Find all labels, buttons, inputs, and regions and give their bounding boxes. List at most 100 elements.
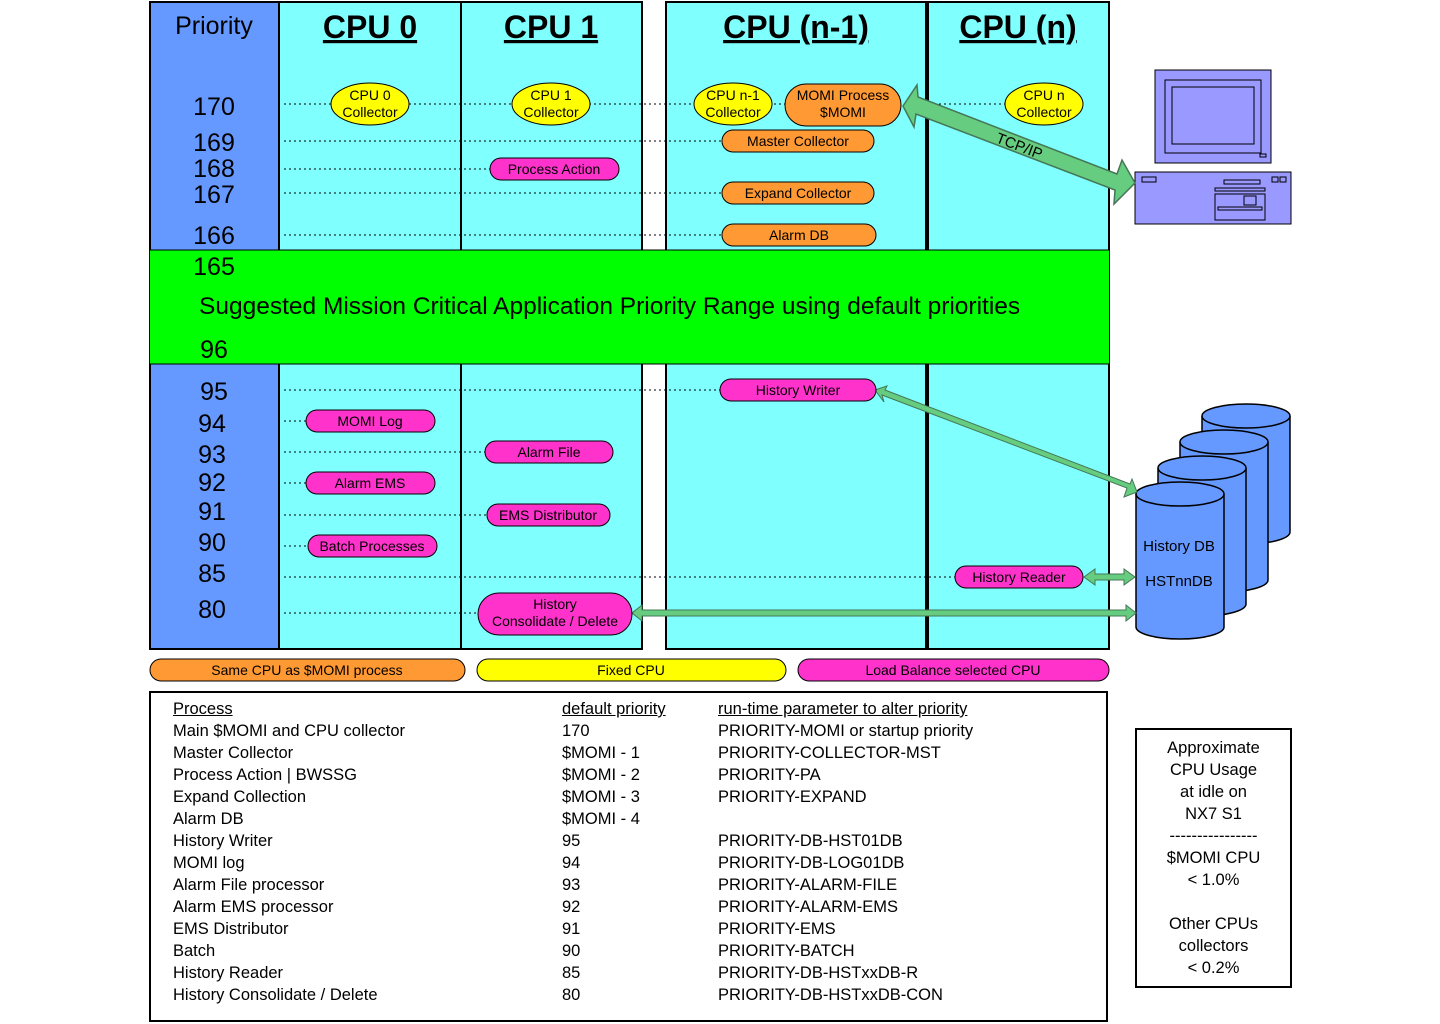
cell-process: History Consolidate / Delete <box>173 986 378 1004</box>
cell-default-priority: 92 <box>562 898 581 916</box>
priority-table: Process default priority run-time parame… <box>149 691 1108 1022</box>
svg-text:Collector: Collector <box>342 104 398 120</box>
database-icon <box>1135 403 1291 640</box>
ems-distributor: EMS Distributor <box>486 503 611 527</box>
cpun1-collector: CPU n-1 Collector <box>693 82 773 126</box>
svg-text:Fixed CPU: Fixed CPU <box>597 662 665 678</box>
svg-text:CPU 1: CPU 1 <box>530 87 571 103</box>
cell-runtime-parameter: PRIORITY-MOMI or startup priority <box>718 722 974 740</box>
priority-169: 169 <box>193 129 235 157</box>
history-writer: History Writer <box>719 378 877 402</box>
svg-text:MOMI Log: MOMI Log <box>337 413 402 429</box>
cell-runtime-parameter: PRIORITY-BATCH <box>718 942 855 960</box>
cell-process: MOMI log <box>173 854 245 872</box>
cell-runtime-parameter: PRIORITY-ALARM-EMS <box>718 898 899 916</box>
priority-166: 166 <box>193 222 235 250</box>
priority-numbers-top: 170 169 168 167 166 <box>193 93 235 250</box>
cell-default-priority: $MOMI - 4 <box>562 810 640 828</box>
cell-process: Expand Collection <box>173 788 306 806</box>
cell-default-priority: $MOMI - 1 <box>562 744 640 762</box>
cell-runtime-parameter: PRIORITY-DB-HSTxxDB-R <box>718 964 919 982</box>
usage-line: at idle on <box>1180 783 1247 801</box>
svg-text:Expand Collector: Expand Collector <box>745 185 852 201</box>
cell-process: Alarm DB <box>173 810 244 828</box>
svg-text:Batch Processes: Batch Processes <box>319 538 424 554</box>
svg-text:CPU n: CPU n <box>1023 87 1064 103</box>
cpu1-collector: CPU 1 Collector <box>511 82 591 126</box>
table-header: Process default priority run-time parame… <box>173 700 1093 722</box>
cell-runtime-parameter: PRIORITY-DB-HST01DB <box>718 832 903 850</box>
svg-text:History Reader: History Reader <box>972 569 1066 585</box>
table-row: Alarm EMS processor 92 PRIORITY-ALARM-EMS <box>173 898 1093 920</box>
table-row: Batch 90 PRIORITY-BATCH <box>173 942 1093 964</box>
priority-95: 95 <box>200 378 228 406</box>
svg-text:MOMI Process: MOMI Process <box>797 87 890 103</box>
cell-default-priority: 94 <box>562 854 581 872</box>
priority-90: 90 <box>198 529 226 557</box>
svg-text:Alarm EMS: Alarm EMS <box>335 475 406 491</box>
svg-text:Load Balance selected CPU: Load Balance selected CPU <box>865 662 1040 678</box>
history-consolidate: History Consolidate / Delete <box>477 592 633 636</box>
alarm-db: Alarm DB <box>721 223 877 247</box>
header-default-priority: default priority <box>562 700 666 718</box>
svg-text:History: History <box>533 596 577 612</box>
cell-default-priority: 170 <box>562 722 590 740</box>
cell-runtime-parameter: PRIORITY-COLLECTOR-MST <box>718 744 941 762</box>
svg-text:Collector: Collector <box>523 104 579 120</box>
svg-text:$MOMI: $MOMI <box>820 104 866 120</box>
priority-92: 92 <box>198 469 226 497</box>
cell-runtime-parameter: PRIORITY-DB-HSTxxDB-CON <box>718 986 943 1004</box>
priority-94: 94 <box>198 410 226 438</box>
svg-text:Master Collector: Master Collector <box>747 133 849 149</box>
priority-170: 170 <box>193 93 235 121</box>
cpu0-header: CPU 0 <box>323 9 417 45</box>
svg-text:Alarm File: Alarm File <box>517 444 580 460</box>
table-row: Alarm DB $MOMI - 4 <box>173 810 1093 832</box>
table-row: Main $MOMI and CPU collector 170 PRIORITY-… <box>173 722 1093 744</box>
cell-runtime-parameter: PRIORITY-EXPAND <box>718 788 867 806</box>
priority-96: 96 <box>200 336 228 364</box>
momi-log: MOMI Log <box>305 409 436 433</box>
priority-header: Priority <box>175 12 253 40</box>
priority-80: 80 <box>198 596 226 624</box>
header-process: Process <box>173 700 233 718</box>
computer-icon <box>1134 69 1292 225</box>
svg-text:CPU 0: CPU 0 <box>349 87 390 103</box>
cell-process: Main $MOMI and CPU collector <box>173 722 405 740</box>
svg-text:History Writer: History Writer <box>756 382 841 398</box>
history-consolidate-arrow-icon <box>631 603 1137 623</box>
usage-line: < 0.2% <box>1187 959 1240 977</box>
usage-line: CPU Usage <box>1169 761 1258 779</box>
legend-load-balance: Load Balance selected CPU <box>797 658 1110 682</box>
expand-collector: Expand Collector <box>721 181 875 205</box>
cell-runtime-parameter: PRIORITY-PA <box>718 766 821 784</box>
momi-process: MOMI Process $MOMI <box>784 83 902 127</box>
cell-default-priority: 95 <box>562 832 581 850</box>
svg-text:Same CPU as $MOMI process: Same CPU as $MOMI process <box>211 662 402 678</box>
usage-line: Other CPUs <box>1169 915 1258 933</box>
priority-93: 93 <box>198 441 226 469</box>
priority-85: 85 <box>198 560 226 588</box>
cell-process: Alarm EMS processor <box>173 898 334 916</box>
priority-165: 165 <box>193 253 235 281</box>
usage-line: Approximate <box>1167 739 1260 757</box>
cell-default-priority: $MOMI - 2 <box>562 766 640 784</box>
usage-line <box>1137 891 1290 913</box>
cell-default-priority: 85 <box>562 964 581 982</box>
cell-process: Batch <box>173 942 216 960</box>
usage-line: < 1.0% <box>1187 871 1240 889</box>
svg-text:EMS Distributor: EMS Distributor <box>499 507 597 523</box>
cell-process: Process Action | BWSSG <box>173 766 358 784</box>
cell-default-priority: 93 <box>562 876 581 894</box>
usage-line: NX7 S1 <box>1185 805 1242 823</box>
cpun-collector: CPU n Collector <box>1004 82 1084 126</box>
cell-default-priority: 90 <box>562 942 581 960</box>
usage-line: ---------------- <box>1169 827 1258 845</box>
database-label-2: HSTnnDB <box>1145 573 1213 590</box>
